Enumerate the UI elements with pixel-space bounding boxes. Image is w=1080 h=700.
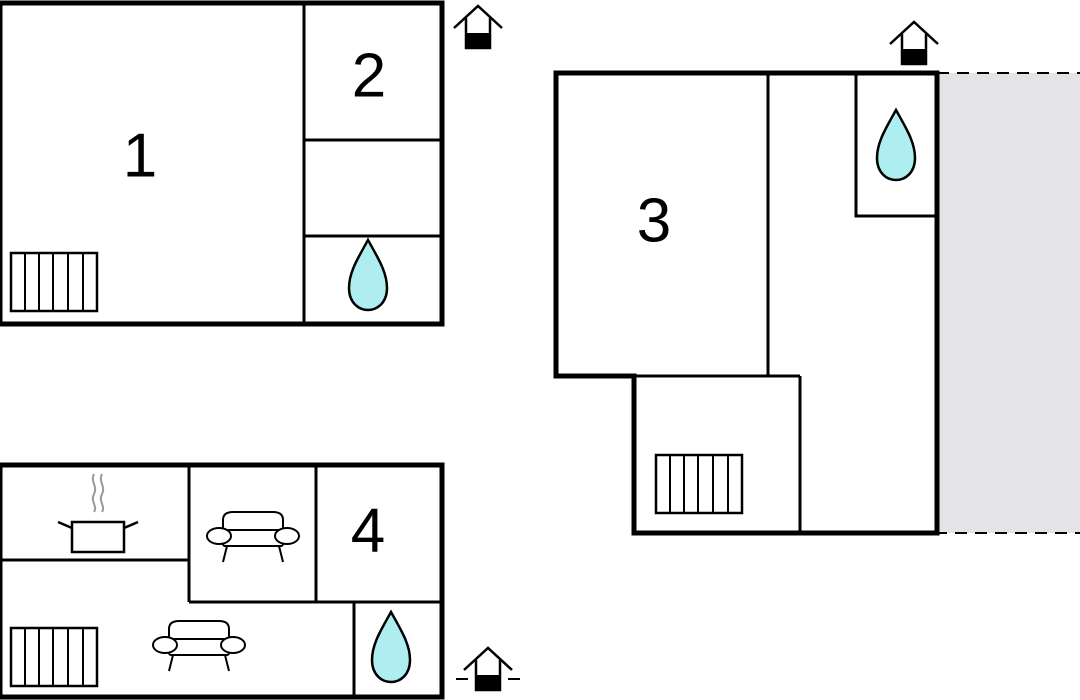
sofa-icon — [152, 620, 246, 672]
entrance-icon — [452, 4, 504, 50]
water-drop-icon — [875, 108, 917, 182]
radiator-icon — [9, 251, 99, 313]
radiator-icon — [9, 626, 99, 688]
terrace-area — [937, 73, 1080, 533]
block-c — [0, 462, 445, 700]
sofa-icon — [206, 511, 300, 563]
room-4-label: 4 — [351, 496, 385, 565]
water-drop-icon — [370, 610, 412, 684]
cooking-pot-icon — [57, 473, 139, 554]
entrance-icon — [888, 20, 940, 66]
entrance-icon — [462, 646, 514, 692]
room-1-label: 1 — [123, 121, 157, 190]
block-a — [0, 0, 445, 327]
room-2-label: 2 — [352, 41, 386, 110]
water-drop-icon — [347, 238, 389, 312]
radiator-icon — [654, 453, 744, 515]
block-b — [553, 70, 940, 536]
room-3-label: 3 — [637, 186, 671, 255]
